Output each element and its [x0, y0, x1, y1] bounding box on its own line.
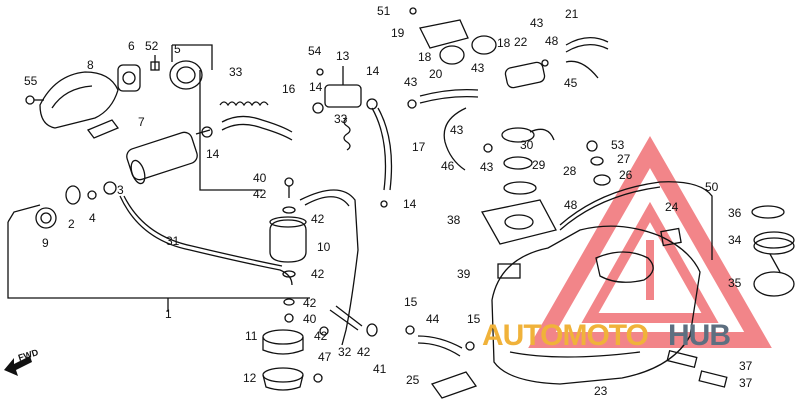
part-label-42-a: 42: [253, 187, 267, 201]
part-label-4: 4: [89, 211, 96, 225]
part-label-33-top: 33: [229, 65, 243, 79]
part-label-43-d: 43: [450, 123, 464, 137]
part-label-1: 1: [165, 307, 172, 321]
part-label-48-top: 48: [545, 34, 559, 48]
part-label-43-b: 43: [471, 61, 485, 75]
part-label-16: 16: [282, 82, 296, 96]
part-label-41: 41: [373, 362, 387, 376]
part-label-20: 20: [429, 67, 443, 81]
part-label-42-d: 42: [303, 296, 317, 310]
watermark-logo: [528, 135, 772, 348]
part-label-34: 34: [728, 233, 742, 247]
part-label-50: 50: [705, 180, 719, 194]
part-label-30: 30: [520, 138, 534, 152]
part-label-25: 25: [406, 373, 420, 387]
part-label-17: 17: [412, 140, 426, 154]
part-label-24: 24: [665, 200, 679, 214]
part-label-13: 13: [336, 49, 350, 63]
part-label-43-c: 43: [530, 16, 544, 30]
part-label-15-right: 15: [467, 312, 481, 326]
part-label-12: 12: [243, 371, 257, 385]
part-label-18-right: 18: [497, 36, 511, 50]
part-label-28: 28: [563, 164, 577, 178]
part-label-31: 31: [166, 234, 180, 248]
part-label-40-bottom: 40: [303, 312, 317, 326]
part-label-44: 44: [426, 312, 440, 326]
part-label-21: 21: [565, 7, 579, 21]
part-label-37-bottom: 37: [739, 376, 753, 390]
part-label-36: 36: [728, 206, 742, 220]
part-label-42-c: 42: [311, 267, 325, 281]
part-label-42-b: 42: [311, 212, 325, 226]
part-label-7: 7: [138, 115, 145, 129]
watermark-text: AUTOMOTO: [482, 319, 649, 352]
part-label-39: 39: [457, 267, 471, 281]
part-label-38: 38: [447, 213, 461, 227]
part-label-14-lower: 14: [403, 197, 417, 211]
part-label-48-mid: 48: [564, 198, 578, 212]
watermark-text-suffix: HUB: [668, 319, 731, 352]
part-label-47: 47: [318, 350, 332, 364]
part-label-54: 54: [308, 44, 322, 58]
part-label-3: 3: [117, 183, 124, 197]
part-label-32: 32: [338, 345, 352, 359]
part-label-15-left: 15: [404, 295, 418, 309]
part-label-29: 29: [532, 158, 546, 172]
part-label-14-left: 14: [309, 80, 323, 94]
part-label-14-pump: 14: [206, 147, 220, 161]
part-label-45: 45: [564, 76, 578, 90]
part-label-33-mid: 33: [334, 112, 348, 126]
part-label-6: 6: [128, 39, 135, 53]
part-label-43-a: 43: [404, 75, 418, 89]
part-label-2: 2: [68, 217, 75, 231]
part-label-42-e: 42: [314, 329, 328, 343]
part-label-40-top: 40: [253, 171, 267, 185]
part-label-27: 27: [617, 152, 631, 166]
part-label-26: 26: [619, 168, 633, 182]
part-label-19: 19: [391, 26, 405, 40]
part-label-52: 52: [145, 39, 159, 53]
part-label-37-top: 37: [739, 359, 753, 373]
part-label-51: 51: [377, 4, 391, 18]
part-label-8: 8: [87, 58, 94, 72]
part-label-11: 11: [245, 329, 258, 343]
part-label-35: 35: [728, 276, 742, 290]
part-label-53: 53: [611, 138, 625, 152]
fwd-arrow-icon: [4, 356, 32, 376]
part-label-46: 46: [441, 159, 455, 173]
part-label-5: 5: [174, 42, 181, 56]
part-label-43-e: 43: [480, 160, 494, 174]
part-label-9: 9: [42, 236, 49, 250]
part-label-23: 23: [594, 384, 608, 398]
part-label-10: 10: [317, 240, 331, 254]
part-label-18-left: 18: [418, 50, 432, 64]
part-label-14-right: 14: [366, 64, 380, 78]
part-label-55: 55: [24, 74, 38, 88]
part-label-42-f: 42: [357, 345, 371, 359]
part-label-22: 22: [514, 35, 528, 49]
